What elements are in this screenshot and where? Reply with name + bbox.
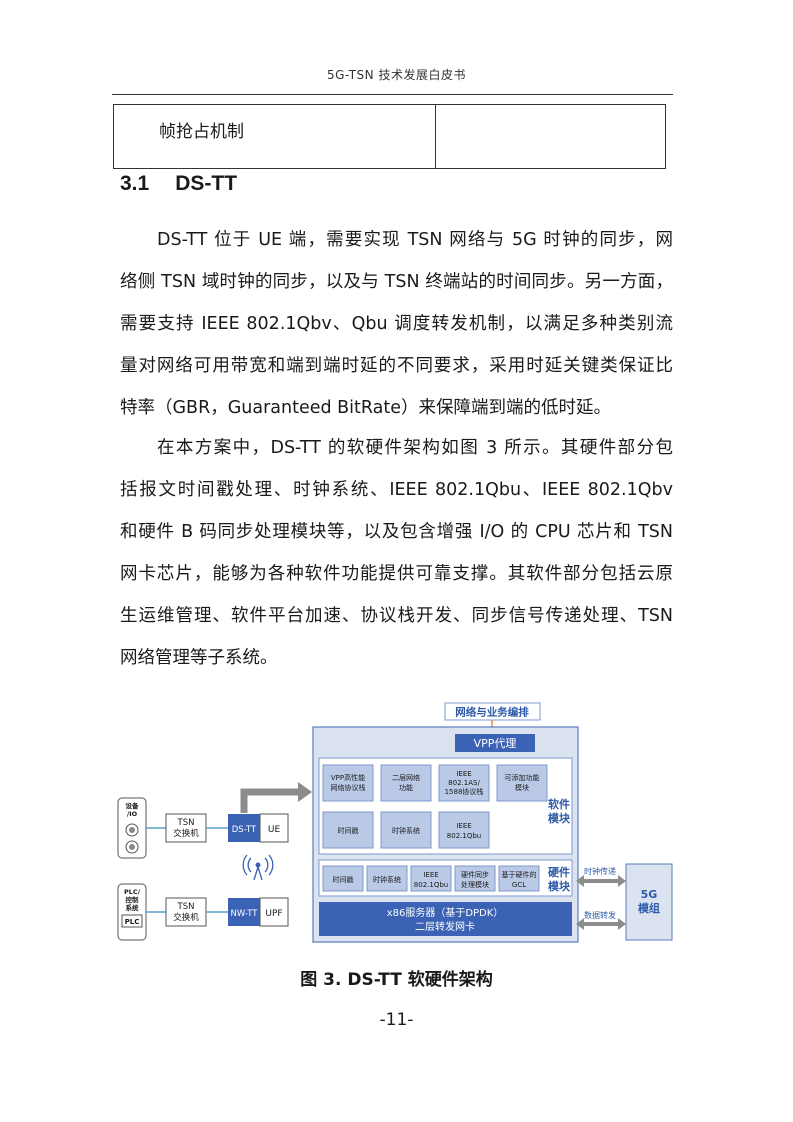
- upf-label: UPF: [265, 909, 282, 919]
- hardware-label: 硬件: [548, 865, 570, 879]
- nw-tt-box: [228, 898, 260, 926]
- sw-module-vpp-stack: [322, 764, 374, 802]
- hw-module-timestamp: [322, 865, 364, 892]
- svg-text:时间戳: 时间戳: [338, 826, 359, 835]
- architecture-figure: 网络与业务编排 VPP代理 VPP高性能 网络协议栈 二层网络 功能 IEEE …: [110, 700, 680, 946]
- svg-text:交换机: 交换机: [173, 912, 199, 923]
- svg-text:硬件同步: 硬件同步: [461, 870, 489, 879]
- svg-text:1588协议栈: 1588协议栈: [445, 787, 484, 796]
- svg-text:5G: 5G: [641, 888, 658, 901]
- svg-text:时间戳: 时间戳: [333, 875, 354, 884]
- hw-module-sync: [454, 865, 496, 892]
- table-cell-mechanism: 帧抢占机制: [113, 104, 436, 169]
- svg-text:控制: 控制: [126, 895, 140, 904]
- svg-text:802.1Qbu: 802.1Qbu: [447, 832, 481, 840]
- svg-text:模块: 模块: [515, 783, 529, 792]
- svg-text:功能: 功能: [399, 783, 413, 792]
- paragraph-line: 特率（GBR，Guaranteed BitRate）来保障端到端的低时延。: [120, 398, 612, 418]
- ds-tt-expand-arrow: [240, 782, 312, 813]
- svg-text:PLC/: PLC/: [124, 888, 141, 896]
- svg-text:可添加功能: 可添加功能: [505, 773, 540, 782]
- data-forward-arrow: [576, 918, 626, 930]
- svg-text:设备: 设备: [126, 801, 140, 810]
- svg-text:GCL: GCL: [512, 881, 526, 889]
- vpp-proxy-label: VPP代理: [474, 737, 517, 750]
- ds-tt-box: [228, 814, 260, 842]
- fiveg-module-box: [625, 863, 673, 941]
- svg-text:基于硬件的: 基于硬件的: [502, 870, 537, 879]
- svg-text:交换机: 交换机: [173, 828, 199, 839]
- ue-label: UE: [268, 825, 281, 835]
- data-forward-label: 数据转发: [584, 910, 616, 920]
- svg-text:IEEE: IEEE: [423, 871, 438, 879]
- clock-transfer-arrow: [576, 875, 626, 887]
- paragraph-line: 需要支持 IEEE 802.1Qbv、Qbu 调度转发机制，以满足多种类别流: [120, 314, 673, 334]
- plc-text: PLC: [125, 918, 140, 926]
- hw-module-gcl: [498, 865, 540, 892]
- vpp-proxy-box: [455, 734, 535, 752]
- paragraph-line: 括报文时间戳处理、时钟系统、IEEE 802.1Qbu、IEEE 802.1Qb…: [120, 480, 673, 500]
- sw-module-8021as: [438, 764, 490, 802]
- page-number: -11-: [379, 1010, 414, 1030]
- antenna-icon: [242, 854, 274, 881]
- paragraph-line: 量对网络可用带宽和端到端时延的不同要求，采用时延关键类保证比: [120, 356, 673, 376]
- ds-tt-label: DS-TT: [232, 825, 257, 835]
- svg-text:处理模块: 处理模块: [461, 880, 489, 889]
- sw-module-qbu: [438, 811, 490, 849]
- sw-module-clock: [380, 811, 432, 849]
- hw-module-clock: [366, 865, 408, 892]
- table-row: 帧抢占机制: [113, 104, 666, 169]
- paragraph-line: DS-TT 位于 UE 端，需要实现 TSN 网络与 5G 时钟的同步，网: [157, 230, 673, 250]
- paragraph-line: 络侧 TSN 域时钟的同步，以及与 TSN 终端站的时间同步。另一方面，: [120, 272, 673, 292]
- paragraph-1: DS-TT 位于 UE 端，需要实现 TSN 网络与 5G 时钟的同步，网 络侧…: [120, 219, 673, 429]
- server-box: [319, 902, 572, 936]
- svg-text:模块: 模块: [548, 811, 571, 825]
- svg-text:模组: 模组: [638, 901, 660, 915]
- svg-text:/IO: /IO: [127, 810, 138, 818]
- running-header: 5G-TSN 技术发展白皮书: [327, 68, 466, 82]
- software-label: 软件: [548, 797, 570, 811]
- header-rule: [112, 94, 673, 95]
- paragraph-line: 在本方案中，DS-TT 的软硬件架构如图 3 所示。其硬件部分包: [157, 438, 673, 458]
- clock-transfer-label: 时钟传递: [584, 866, 616, 876]
- sw-module-l2: [380, 764, 432, 802]
- sw-module-timestamp: [322, 811, 374, 849]
- paragraph-line: 网络管理等子系统。: [120, 648, 278, 668]
- svg-text:TSN: TSN: [177, 902, 195, 912]
- server-line-1: x86服务器（基于DPDK）: [387, 906, 504, 919]
- paragraph-line: 网卡芯片，能够为各种软件功能提供可靠支撑。其软件部分包括云原: [120, 564, 673, 584]
- orchestration-label: 网络与业务编排: [455, 706, 529, 719]
- svg-text:IEEE: IEEE: [456, 822, 471, 830]
- figure-caption: 图 3. DS-TT 软硬件架构: [300, 970, 493, 990]
- server-line-2: 二层转发网卡: [415, 920, 475, 933]
- table-cell-empty: [435, 104, 666, 169]
- paragraph-line: 生运维管理、软件平台加速、协议栈开发、同步信号传递处理、TSN: [120, 606, 673, 626]
- section-title: DS-TT: [175, 172, 238, 195]
- section-heading: 3.1 DS-TT: [120, 172, 237, 196]
- svg-text:802.1AS/: 802.1AS/: [448, 779, 480, 787]
- tsn-switch-1: [165, 813, 207, 843]
- svg-text:VPP高性能: VPP高性能: [331, 773, 365, 782]
- sw-module-addon: [496, 764, 548, 802]
- svg-text:模块: 模块: [548, 879, 571, 893]
- svg-text:系统: 系统: [126, 903, 140, 912]
- table-fragment: 帧抢占机制: [113, 104, 666, 169]
- hw-module-qbu: [410, 865, 452, 892]
- svg-text:二层网络: 二层网络: [392, 773, 420, 782]
- svg-text:802.1Qbu: 802.1Qbu: [414, 881, 448, 889]
- nw-tt-label: NW-TT: [231, 909, 259, 919]
- ue-box: [259, 813, 289, 843]
- svg-text:TSN: TSN: [177, 818, 195, 828]
- section-number: 3.1: [120, 172, 150, 195]
- svg-text:时钟系统: 时钟系统: [373, 875, 401, 884]
- svg-text:IEEE: IEEE: [456, 770, 471, 778]
- svg-text:网络协议栈: 网络协议栈: [331, 783, 366, 792]
- paragraph-line: 和硬件 B 码同步处理模块等，以及包含增强 I/O 的 CPU 芯片和 TSN: [120, 522, 673, 542]
- svg-text:时钟系统: 时钟系统: [392, 826, 420, 835]
- upf-box: [259, 897, 289, 927]
- paragraph-2: 在本方案中，DS-TT 的软硬件架构如图 3 所示。其硬件部分包 括报文时间戳处…: [120, 427, 673, 679]
